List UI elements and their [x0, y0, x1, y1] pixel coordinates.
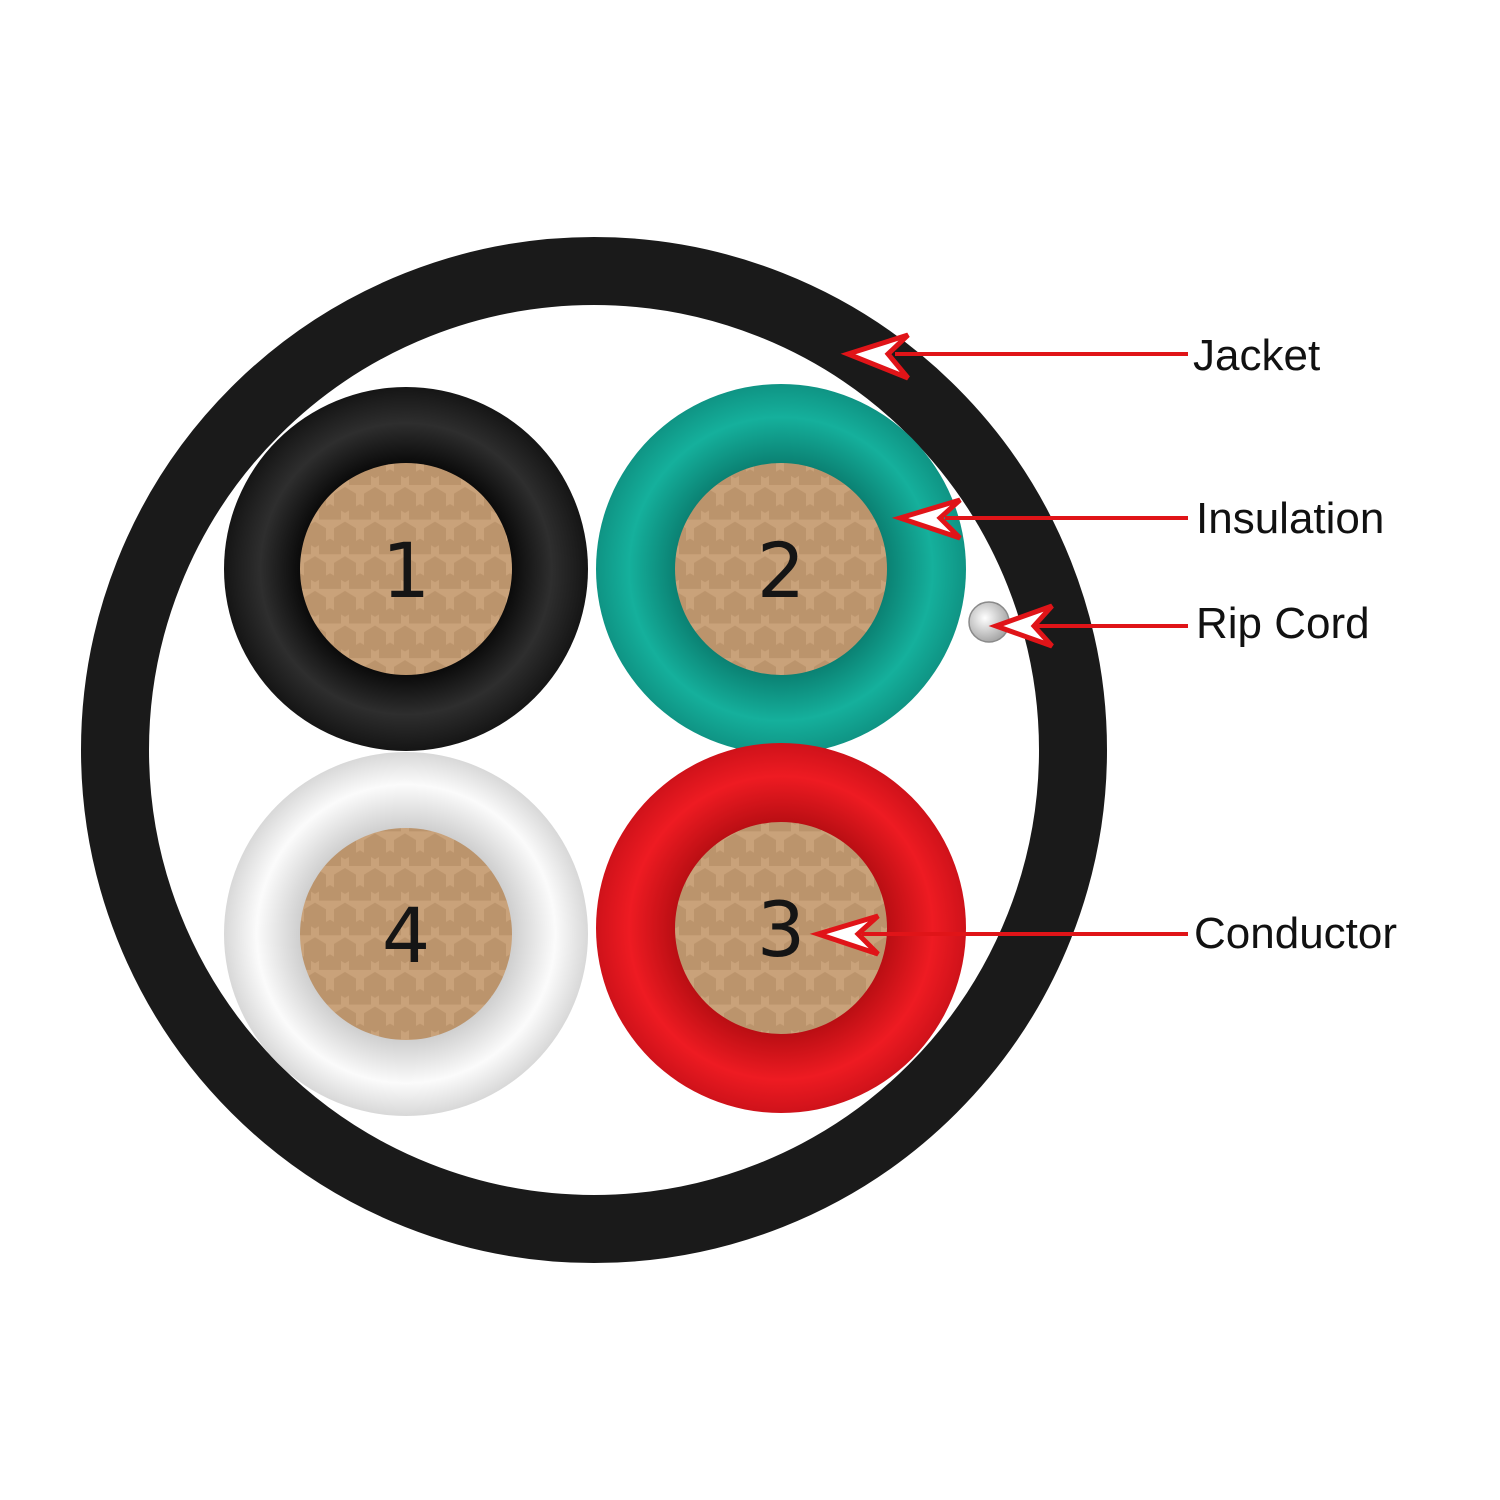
- jacket-ring: [81, 237, 1107, 1263]
- conductor-callout-arrow: [809, 913, 1188, 957]
- jacket-label: Jacket: [1193, 331, 1320, 380]
- rip-cord-callout-arrow: [988, 603, 1188, 649]
- copper-core-3: [675, 822, 887, 1034]
- insulation-callout-arrow: [891, 497, 1188, 541]
- rip-cord-label: Rip Cord: [1196, 599, 1370, 648]
- conductor-label: Conductor: [1194, 909, 1397, 958]
- conductor-number-1: 1: [382, 526, 430, 615]
- copper-core-1: [300, 463, 512, 675]
- copper-core-2: [675, 463, 887, 675]
- conductor-2: 2: [596, 384, 966, 754]
- conductor-3: 3: [596, 743, 966, 1113]
- conductor-number-4: 4: [382, 891, 430, 980]
- conductor-number-2: 2: [757, 526, 805, 615]
- conductor-1: 1: [224, 387, 588, 751]
- conductor-number-3: 3: [757, 885, 805, 974]
- copper-core-4: [300, 828, 512, 1040]
- insulation-label: Insulation: [1196, 494, 1384, 543]
- conductor-4: 4: [224, 752, 588, 1116]
- jacket-callout-arrow: [840, 332, 1188, 381]
